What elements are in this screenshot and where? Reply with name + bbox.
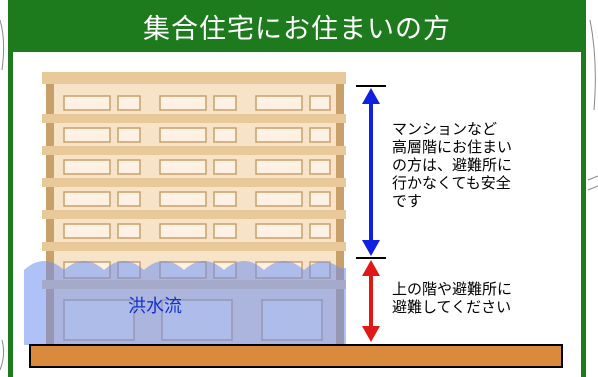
bg-stroke: [589, 19, 596, 111]
windows-floor-5: [63, 127, 331, 143]
safe-zone-arrow: [362, 88, 380, 256]
lower-floor-note: 上の階や避難所に 避難してください: [392, 280, 513, 316]
windows-floor-2: [63, 223, 331, 239]
flood-water: [24, 261, 346, 345]
bg-stroke: [587, 175, 598, 191]
danger-zone-arrow: [362, 260, 380, 342]
flood-label: 洪水流: [128, 296, 182, 317]
bg-stroke: [0, 19, 5, 71]
upper-floor-note: マンションなど 高層階にお住まい の方は、避難所に 行かなくても安全 です: [392, 120, 513, 210]
ground: [29, 344, 563, 368]
windows-floor-3: [63, 191, 331, 207]
roof-slab: [42, 72, 346, 84]
floor-slab: [42, 178, 346, 187]
bg-stroke: [0, 339, 5, 371]
floor-slab: [42, 114, 346, 123]
floor-slab: [42, 210, 346, 219]
header-title: 集合住宅にお住まいの方: [13, 0, 581, 52]
windows-floor-4: [63, 159, 331, 175]
windows-floor-6: [63, 95, 331, 111]
floor-slab: [42, 242, 346, 251]
floor-slab: [42, 146, 346, 155]
